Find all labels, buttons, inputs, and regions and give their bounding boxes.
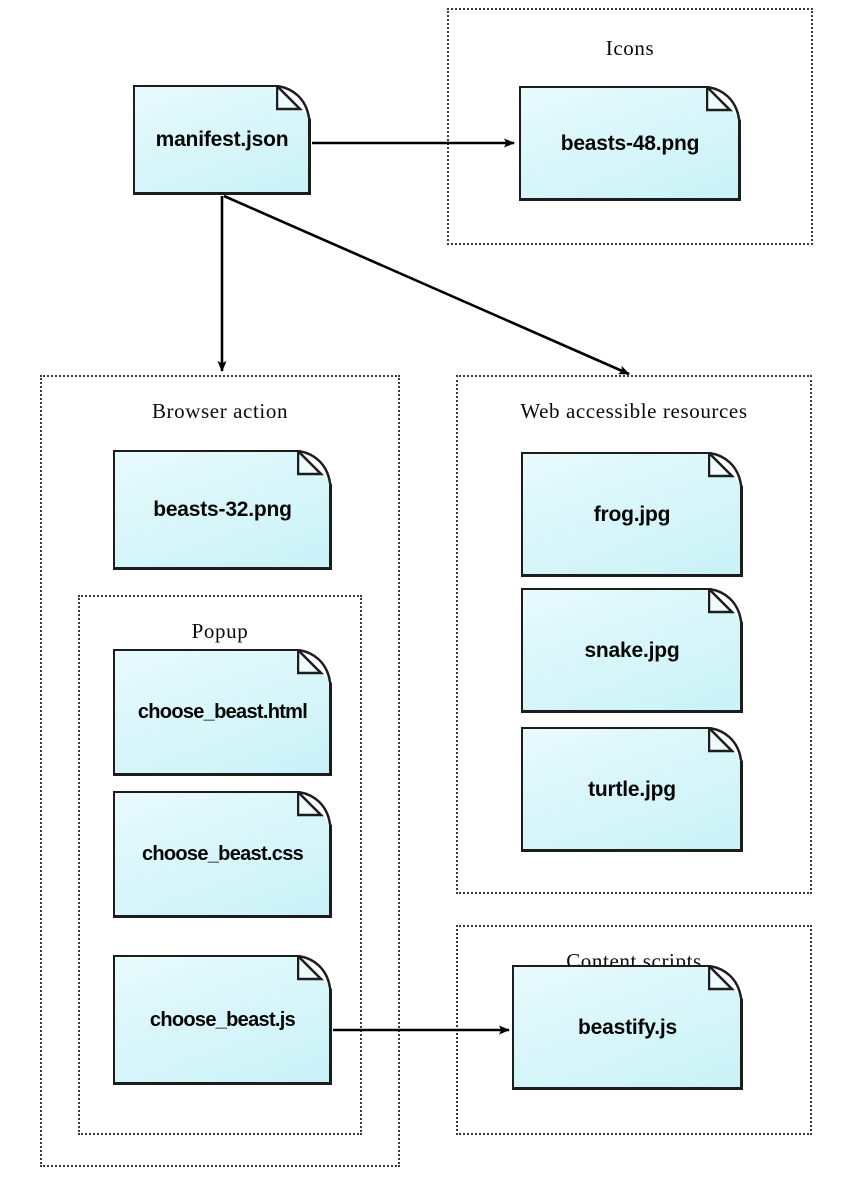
node-label: beastify.js: [578, 1015, 677, 1039]
node-beasts-48-png[interactable]: beasts-48.png: [519, 86, 741, 201]
node-choose-beast-html[interactable]: choose_beast.html: [113, 649, 332, 776]
node-turtle-jpg[interactable]: turtle.jpg: [521, 727, 743, 852]
group-popup-label: Popup: [191, 619, 249, 643]
node-label: frog.jpg: [593, 502, 671, 526]
node-snake-jpg[interactable]: snake.jpg: [521, 588, 743, 713]
node-label: snake.jpg: [584, 638, 680, 662]
document-shape: [521, 588, 743, 713]
node-label: turtle.jpg: [588, 777, 676, 801]
group-web-accessible-resources: Web accessible resources: [456, 375, 812, 894]
group-browser-action: Browser action: [40, 375, 400, 1167]
node-label: beasts-48.png: [560, 131, 700, 155]
document-shape: [113, 649, 332, 776]
document-shape: [113, 450, 332, 570]
document-shape: [113, 955, 332, 1085]
node-label: choose_beast.js: [149, 1008, 296, 1031]
node-beastify-js[interactable]: beastify.js: [512, 965, 743, 1090]
node-choose-beast-css[interactable]: choose_beast.css: [113, 791, 332, 918]
node-label: choose_beast.html: [137, 701, 308, 723]
document-shape: [521, 727, 743, 852]
group-popup: Popup: [78, 595, 362, 1135]
node-manifest-json[interactable]: manifest.json: [133, 85, 311, 195]
node-frog-jpg[interactable]: frog.jpg: [521, 452, 743, 577]
group-icons: Icons: [447, 8, 813, 245]
node-choose-beast-js[interactable]: choose_beast.js: [113, 955, 332, 1085]
group-browser-action-label: Browser action: [151, 399, 289, 423]
node-label: beasts-32.png: [153, 498, 292, 521]
node-beasts-32-png[interactable]: beasts-32.png: [113, 450, 332, 570]
node-label: choose_beast.css: [141, 843, 304, 865]
group-web-accessible-resources-label: Web accessible resources: [520, 399, 748, 423]
group-icons-label: Icons: [605, 36, 655, 60]
document-shape: [113, 791, 332, 918]
document-shape: [512, 965, 743, 1090]
document-shape: [519, 86, 741, 201]
document-shape: [521, 452, 743, 577]
node-label: manifest.json: [155, 128, 289, 151]
